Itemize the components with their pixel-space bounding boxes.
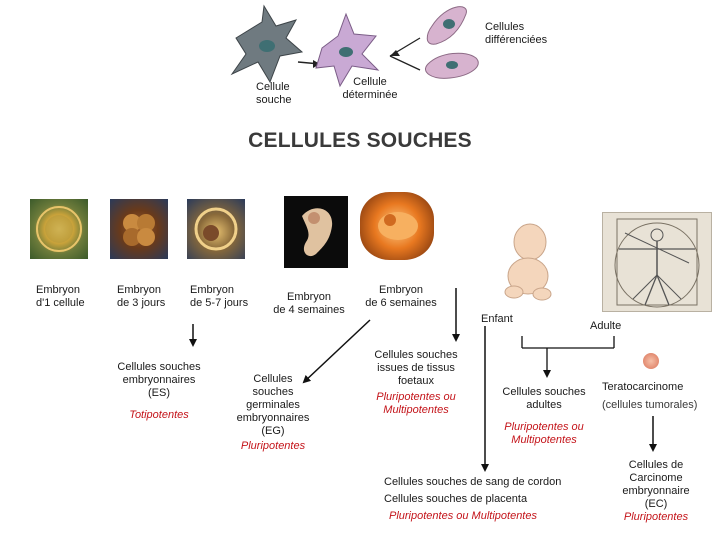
ec-potency: Pluripotentes [623, 511, 689, 523]
teratocarcinoma-note: (cellules tumorales) [602, 399, 698, 411]
eg-potency: Pluripotentes [240, 440, 306, 452]
adult-potency-2: Multipotentes [511, 434, 577, 446]
fetal-potency-1: Pluripotentes ou [376, 391, 456, 403]
teratocarcinoma-title: Teratocarcinome [602, 381, 684, 393]
determined-cell-icon [315, 12, 380, 88]
differentiated-cell-icon [425, 6, 479, 79]
ec-cells-group: Cellules de Carcinome embryonnaire (EC) … [610, 459, 702, 524]
embryo-3-days-image [110, 199, 168, 259]
stage-child: Enfant [481, 313, 513, 325]
fetal-cells-group: Cellules souches issues de tissus foetau… [360, 349, 472, 417]
arrow-to-differentiated [389, 37, 421, 71]
embryo-6-weeks-image [360, 192, 434, 260]
adult-potency-1: Pluripotentes ou [504, 421, 584, 433]
fetal-potency-2: Multipotentes [383, 404, 449, 416]
stage-adult: Adulte [590, 320, 622, 332]
eg-cells-group: Cellules souches germinales embryonnaire… [222, 373, 324, 453]
bracket-child-adult [521, 336, 615, 378]
embryo-5-7-days-image [187, 199, 245, 259]
cord-placenta-group: Cellules souches de sang de cordon Cellu… [384, 476, 562, 522]
child-image [492, 216, 564, 304]
es-cells-group: Cellules souches embryonnaires (ES) Toti… [104, 361, 214, 422]
embryo-1-cell-image [30, 199, 88, 259]
teratocarcinoma-icon [643, 353, 659, 369]
adult-cells-group: Cellules souches adultes Pluripotentes o… [492, 386, 596, 447]
es-potency: Totipotentes [129, 409, 189, 421]
page-title: CELLULES SOUCHES [248, 129, 472, 152]
adult-vitruvian-image [602, 212, 712, 312]
stem-cell-icon [230, 4, 304, 84]
arrow-to-eg [302, 319, 371, 384]
teratocarcinoma-group: Teratocarcinome (cellules tumorales) [602, 381, 697, 412]
cord-potency: Pluripotentes ou Multipotentes [389, 510, 537, 522]
embryo-4-weeks-image [284, 196, 348, 268]
